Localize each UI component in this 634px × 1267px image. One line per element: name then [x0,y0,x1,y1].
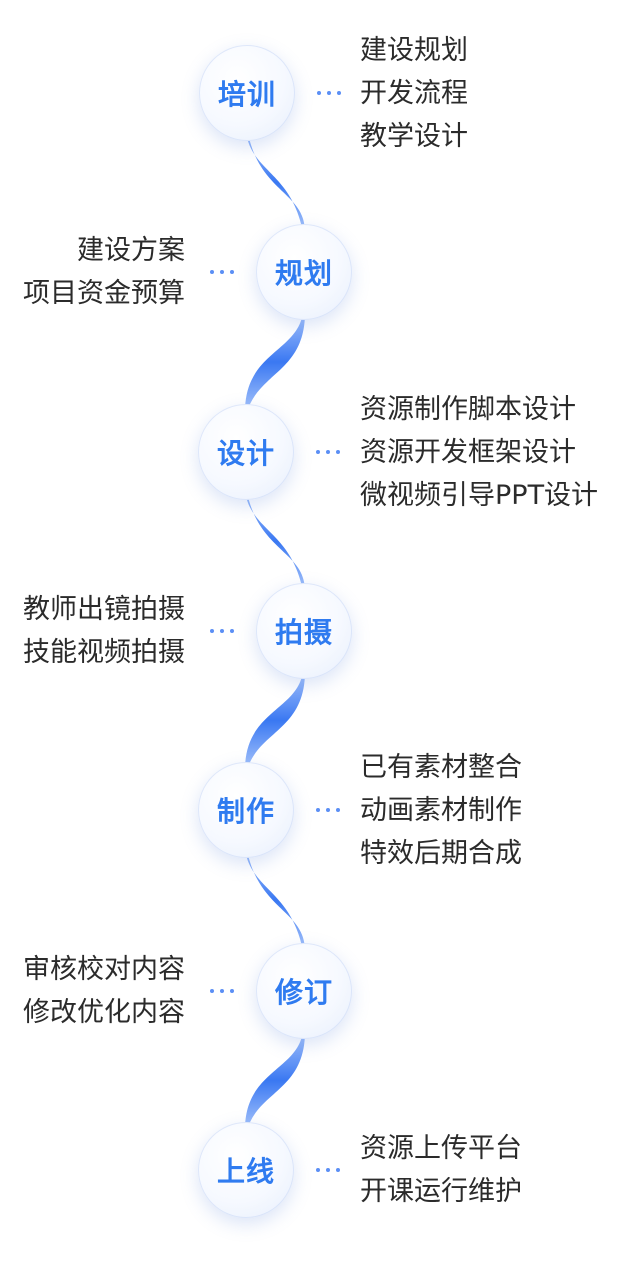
connector-segment [244,312,306,412]
description-line: 资源上传平台 [360,1133,522,1164]
description-line: 修改优化内容 [23,997,185,1028]
description-line: 开课运行维护 [360,1176,522,1207]
step-node: 上线 [198,1122,294,1218]
description-line: 开发流程 [360,78,468,109]
description-line: 建设规划 [360,35,468,66]
step-label: 制作 [216,795,275,828]
ellipsis-connector-icon [210,629,234,633]
step-node: 规划 [256,224,352,320]
step-label: 设计 [216,437,275,470]
step-node: 制作 [198,762,294,858]
step-node: 修订 [256,943,352,1039]
step-node: 拍摄 [256,583,352,679]
step-description: 资源制作脚本设计资源开发框架设计微视频引导PPT设计 [360,388,598,517]
ellipsis-connector-icon [210,989,234,993]
description-line: 资源开发框架设计 [360,437,576,468]
description-line: 微视频引导PPT设计 [360,480,599,511]
description-line: 特效后期合成 [360,838,522,869]
description-line: 已有素材整合 [360,752,522,783]
connector-segment [244,671,306,770]
step-description: 建设方案项目资金预算 [23,229,185,315]
description-line: 项目资金预算 [23,278,185,309]
step-label: 培训 [217,78,276,111]
step-label: 上线 [216,1155,275,1188]
connector-segment [245,492,306,591]
ellipsis-connector-icon [316,450,340,454]
connector-segment [246,133,306,232]
description-line: 教师出镜拍摄 [23,594,185,625]
step-description: 建设规划开发流程教学设计 [360,29,468,158]
step-label: 修订 [274,976,333,1009]
step-description: 资源上传平台开课运行维护 [360,1127,522,1213]
connector-segment [244,1031,306,1130]
step-description: 教师出镜拍摄技能视频拍摄 [23,588,185,674]
step-description: 审核校对内容修改优化内容 [23,948,185,1034]
description-line: 建设方案 [77,235,185,266]
step-description: 已有素材整合动画素材制作特效后期合成 [360,746,522,875]
step-label: 拍摄 [274,616,333,649]
connector-segment [245,850,306,951]
description-line: 教学设计 [360,121,468,152]
description-line: 审核校对内容 [23,954,185,985]
step-node: 培训 [199,45,295,141]
ellipsis-connector-icon [210,270,234,274]
step-label: 规划 [274,257,333,290]
ellipsis-connector-icon [316,1168,340,1172]
description-line: 资源制作脚本设计 [360,394,576,425]
description-line: 技能视频拍摄 [23,637,185,668]
description-line: 动画素材制作 [360,795,522,826]
ellipsis-connector-icon [316,808,340,812]
ellipsis-connector-icon [317,91,341,95]
step-node: 设计 [198,404,294,500]
